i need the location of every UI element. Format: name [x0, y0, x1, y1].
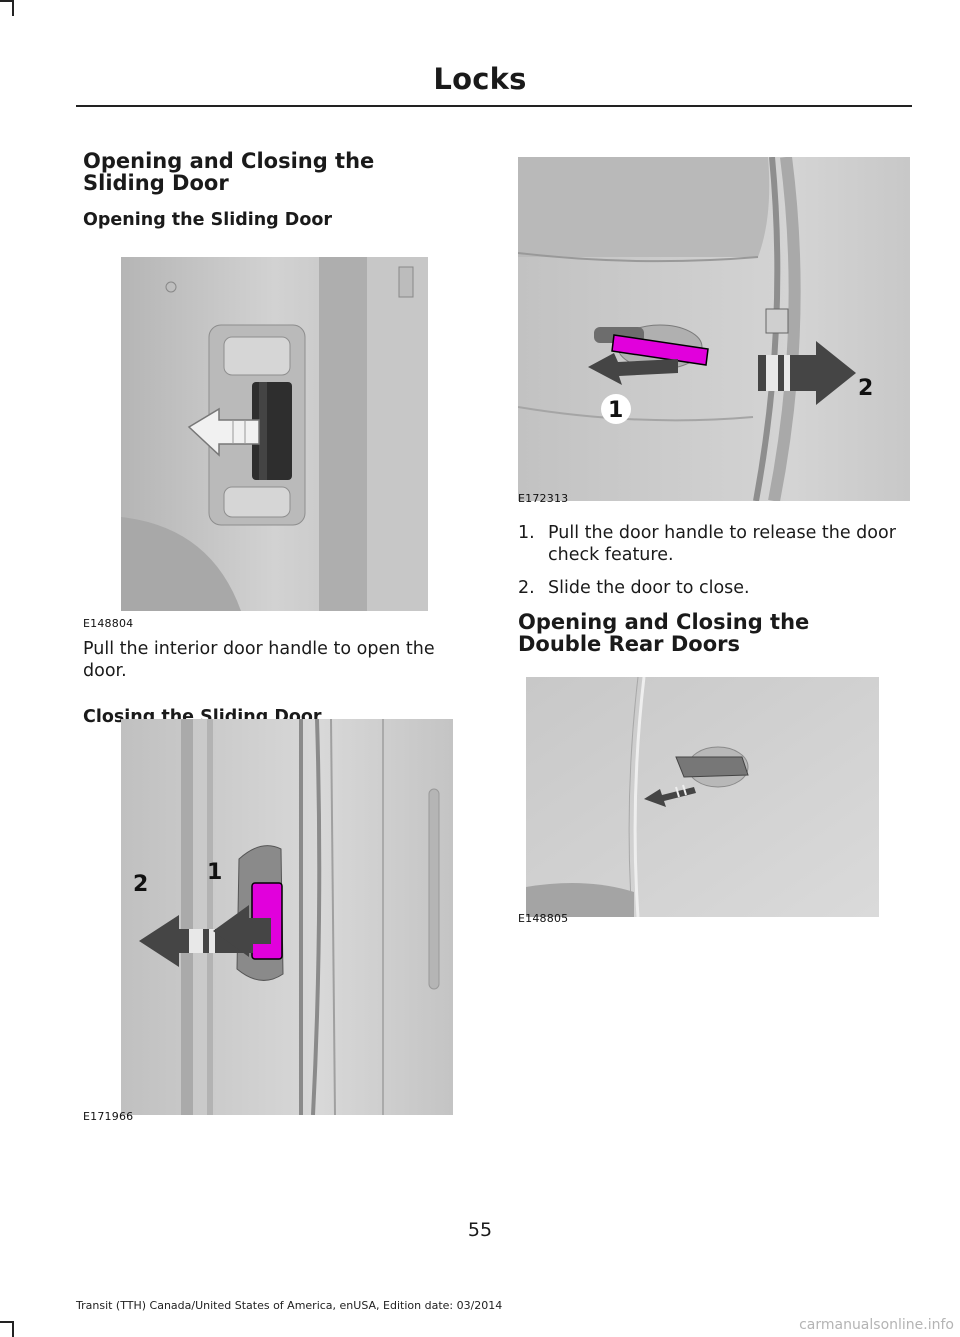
instruction-list: 1. Pull the door handle to release the do…: [518, 522, 913, 610]
figure-id: E171966: [83, 1110, 134, 1123]
header-rule: [76, 105, 912, 107]
svg-text:2: 2: [858, 376, 873, 401]
step-text: Slide the door to close.: [548, 578, 750, 598]
figure-exterior-door-handle-release: 1 2: [518, 157, 910, 501]
figure-id: E148805: [518, 912, 569, 925]
figure-sliding-door-interior-handle: [121, 257, 428, 611]
subheading-opening: Opening the Sliding Door: [83, 210, 332, 230]
crop-mark: [0, 0, 14, 2]
crop-mark: [0, 1321, 14, 1323]
step-text: Pull the door handle to release the door…: [548, 523, 896, 565]
crop-mark: [12, 0, 14, 16]
step-number: 1.: [518, 523, 535, 543]
figure-sliding-door-close: 1 2: [121, 719, 453, 1115]
figure-id: E172313: [518, 492, 569, 505]
crop-mark: [12, 1321, 14, 1337]
page-number: 55: [467, 1219, 493, 1241]
list-item: 2. Slide the door to close.: [518, 577, 913, 599]
list-item: 1. Pull the door handle to release the do…: [518, 522, 913, 566]
watermark: carmanualsonline.info: [799, 1317, 954, 1333]
svg-text:1: 1: [608, 398, 623, 423]
figure-id: E148804: [83, 617, 134, 630]
opening-instruction: Pull the interior door handle to open th…: [83, 639, 435, 681]
page-title: Locks: [433, 62, 527, 96]
edition-info: Transit (TTH) Canada/United States of Am…: [76, 1299, 503, 1312]
step-number: 2.: [518, 578, 535, 598]
figure-rear-door-handle: [526, 677, 879, 917]
svg-text:2: 2: [133, 872, 148, 897]
section-title: Opening and Closing the Sliding Door: [83, 149, 375, 195]
svg-text:1: 1: [207, 860, 222, 885]
section-title-rear-doors: Opening and Closing the Double Rear Door…: [518, 610, 810, 656]
